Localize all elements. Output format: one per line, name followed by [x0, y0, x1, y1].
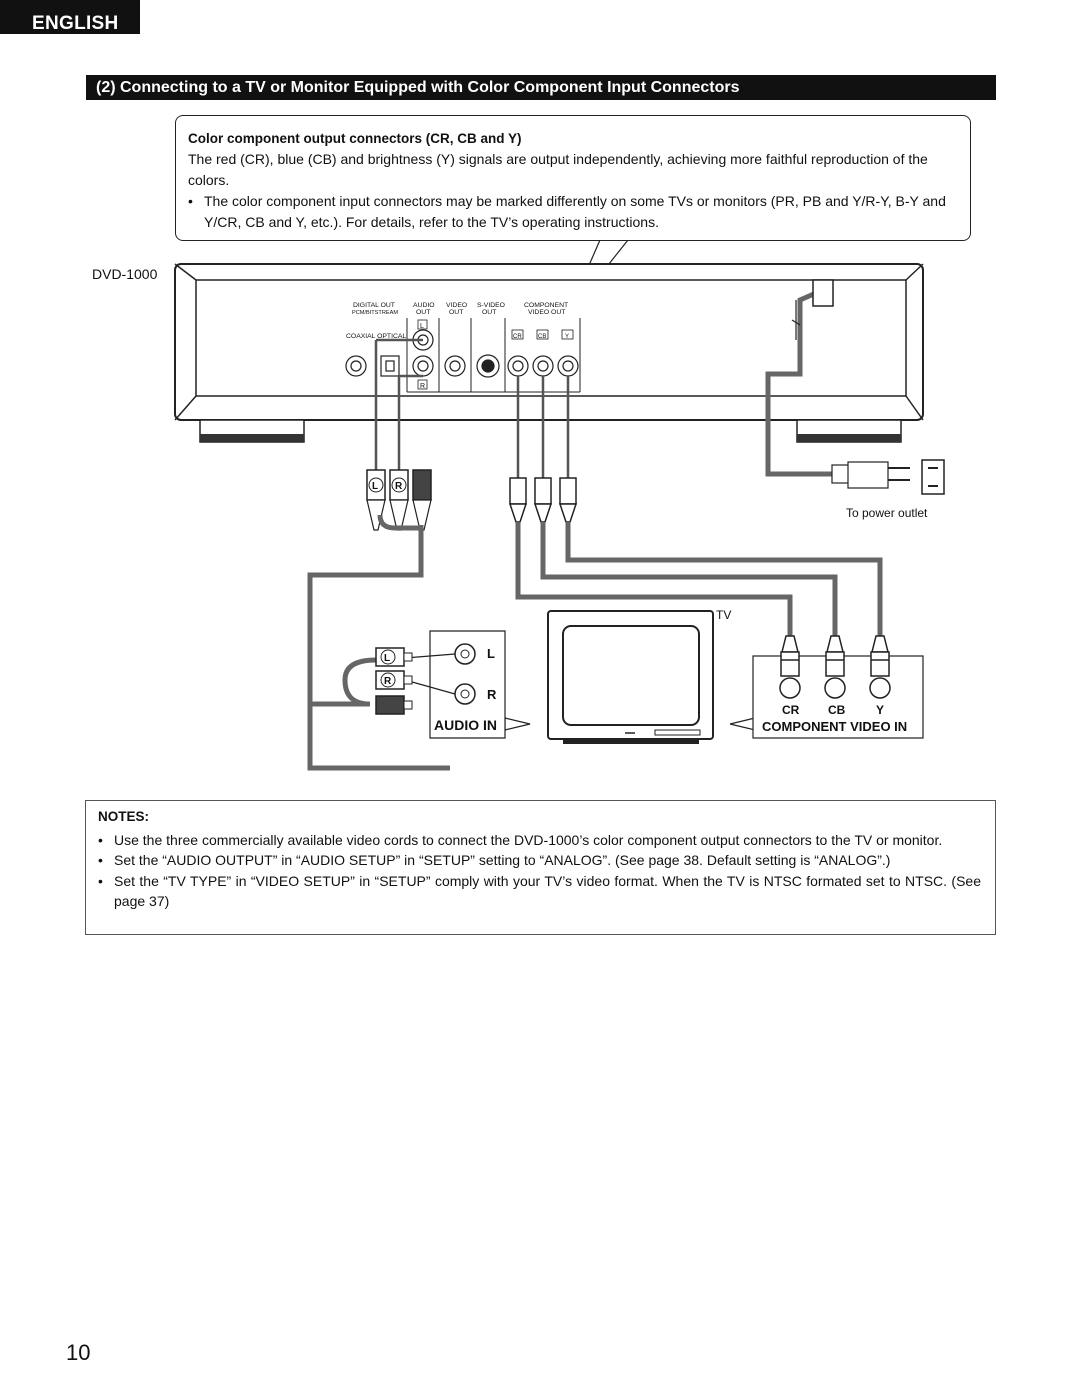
note-item: •Use the three commercially available vi…: [98, 831, 943, 848]
component-in-cr: CR: [782, 703, 800, 717]
tv-plug-l-label: L: [384, 653, 390, 664]
callout-paragraph: The red (CR), blue (CB) and brightness (…: [188, 151, 928, 188]
audio-r-jack: [412, 355, 434, 377]
panel-comp-cr: CR: [513, 334, 522, 340]
panel-svideo: S-VIDEO: [477, 302, 505, 309]
optical-jack: [380, 355, 400, 377]
callout-bullet: • The color component input connectors m…: [188, 191, 960, 233]
dvd-player: [174, 263, 924, 443]
svideo-jack: [476, 354, 500, 378]
coaxial-jack: [345, 355, 367, 377]
plug-l-label: L: [372, 481, 378, 492]
component-output-callout: Color component output connectors (CR, C…: [175, 115, 971, 241]
panel-video-out: OUT: [449, 309, 463, 316]
panel-audio-out: OUT: [416, 309, 430, 316]
component-cb-jack: [532, 355, 554, 377]
notes-box: NOTES: •Use the three commercially avail…: [85, 800, 996, 935]
video-jack: [444, 355, 466, 377]
panel-audio: AUDIO: [413, 302, 435, 309]
audio-in-r: R: [487, 687, 497, 702]
panel-video: VIDEO: [446, 302, 467, 309]
panel-coaxial-optical: COAXIAL OPTICAL: [346, 333, 406, 340]
device-label: DVD-1000: [92, 266, 158, 282]
tv-set: [547, 610, 714, 744]
tv-label: TV: [716, 608, 731, 622]
power-outlet-label: To power outlet: [846, 506, 928, 520]
connection-diagram: DVD-1000 DIGITAL OUT PCM/BITSTREAM COAXI…: [92, 239, 945, 771]
panel-video-out-label: VIDEO OUT: [528, 309, 565, 316]
audio-in-label: AUDIO IN: [434, 717, 497, 733]
audio-in-panel: L R AUDIO IN: [429, 630, 506, 739]
panel-jack-l: L: [420, 323, 424, 330]
tv-plug-r-label: R: [384, 676, 392, 687]
note-item: •Set the “AUDIO OUTPUT” in “AUDIO SETUP”…: [98, 852, 891, 868]
section-title: (2) Connecting to a TV or Monitor Equipp…: [86, 75, 996, 100]
component-cr-jack: [507, 355, 529, 377]
language-tab: ENGLISH: [0, 0, 140, 34]
page-number: 10: [66, 1340, 91, 1365]
component-in-cb: CB: [828, 703, 846, 717]
plug-r-label: R: [395, 481, 403, 492]
power-cord: [765, 279, 945, 495]
panel-jack-r: R: [420, 383, 425, 390]
component-in-y: Y: [876, 703, 884, 717]
audio-in-l: L: [487, 646, 495, 661]
panel-comp-cb: CB: [538, 334, 546, 340]
component-y-jack: [557, 355, 579, 377]
component-plugs-tv: [780, 635, 890, 677]
callout-heading: Color component output connectors (CR, C…: [188, 131, 522, 146]
panel-svideo-out: OUT: [482, 309, 496, 316]
notes-title: NOTES:: [98, 809, 150, 824]
callout-bullet-text: The color component input connectors may…: [204, 193, 946, 230]
panel-digital-out: DIGITAL OUT: [353, 302, 395, 309]
note-item: •Set the “TV TYPE” in “VIDEO SETUP” in “…: [98, 872, 981, 910]
panel-pcm-bitstream: PCM/BITSTREAM: [352, 310, 398, 316]
audio-plugs-top: L R: [366, 469, 432, 531]
component-in-label: COMPONENT VIDEO IN: [762, 719, 907, 734]
panel-comp-y: Y: [565, 334, 569, 340]
audio-plugs-tv: L R: [375, 647, 456, 715]
panel-component: COMPONENT: [524, 302, 568, 309]
component-plugs-top: [508, 477, 578, 523]
